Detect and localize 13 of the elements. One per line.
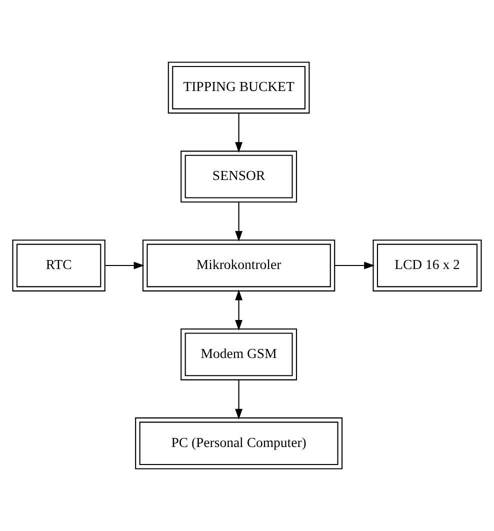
node-box: PC (Personal Computer) — [135, 417, 343, 470]
arrow — [235, 113, 242, 153]
node-box: TIPPING BUCKET — [168, 62, 310, 114]
arrow — [235, 380, 242, 420]
arrow — [105, 262, 144, 270]
arrow — [334, 262, 375, 270]
arrow — [235, 290, 242, 331]
node-box: RTC — [12, 240, 106, 292]
node-box: SENSOR — [180, 150, 298, 202]
node-box: Modem GSM — [180, 328, 298, 380]
arrow — [235, 202, 242, 242]
node-box: LCD 16 x 2 — [372, 240, 482, 292]
node-box: Mikrokontroler — [142, 240, 336, 292]
